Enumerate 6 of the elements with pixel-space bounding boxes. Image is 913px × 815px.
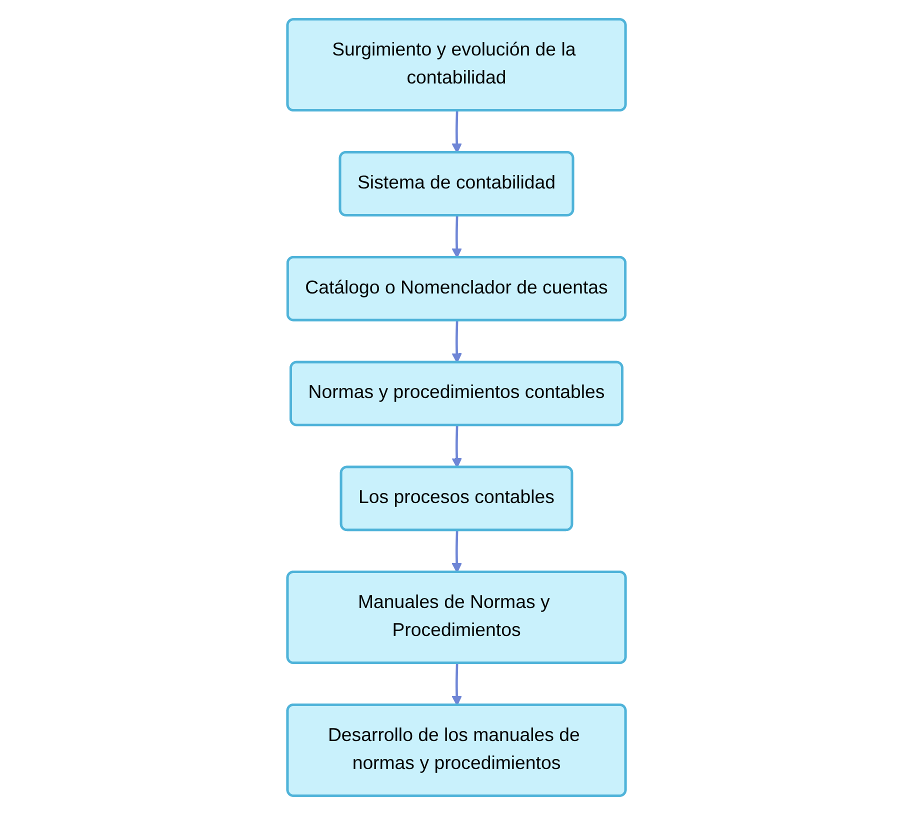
- arrow: [452, 663, 462, 706]
- arrow: [452, 320, 462, 364]
- arrow: [452, 110, 462, 154]
- arrow: [452, 426, 462, 468]
- arrow: [452, 216, 462, 258]
- arrow: [452, 530, 462, 573]
